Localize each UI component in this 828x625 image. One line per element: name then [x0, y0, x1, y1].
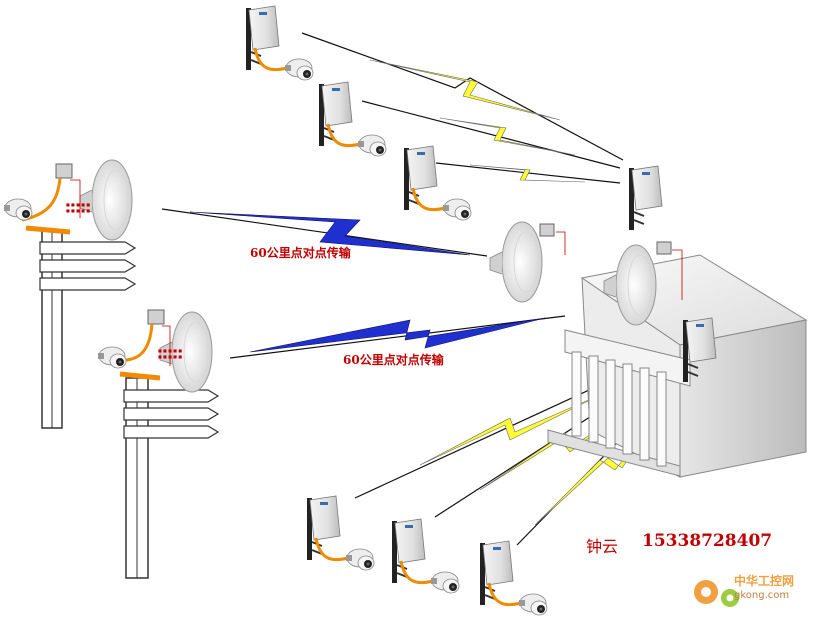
backhaul-link-2	[229, 315, 566, 359]
watermark-name: 中华工控网	[734, 574, 795, 588]
building	[547, 254, 808, 478]
backhaul-link-1	[161, 208, 488, 257]
wireless-link-top-2	[361, 100, 621, 169]
contact-phone: 15338728407	[642, 531, 773, 551]
camera-ap-unit	[307, 496, 374, 570]
building-ap-top	[628, 165, 663, 231]
wireless-link-top-1	[301, 32, 624, 161]
gear-icon	[694, 580, 718, 604]
remote-pole-1: ■ ■ ■ ■ ■ ■ ■ ■ ■ ■	[3, 159, 137, 429]
svg-text:■ ■ ■ ■ ■: ■ ■ ■ ■ ■	[66, 202, 90, 207]
building-dish-left	[489, 221, 581, 303]
camera-ap-unit	[246, 6, 313, 80]
wireless-link-top-3	[435, 162, 621, 184]
backhaul-label-1: 60公里点对点传输	[250, 246, 351, 260]
svg-text:■ ■ ■ ■ ■: ■ ■ ■ ■ ■	[158, 354, 182, 359]
building-dish-right	[603, 241, 683, 326]
gear-icon	[721, 589, 739, 607]
camera-ap-unit	[319, 82, 386, 156]
svg-text:■ ■ ■ ■ ■: ■ ■ ■ ■ ■	[158, 348, 182, 353]
watermark-logo: 中华工控网 gkong.com	[688, 568, 823, 618]
watermark-domain: gkong.com	[734, 590, 790, 601]
backhaul-label-2: 60公里点对点传输	[343, 353, 444, 367]
camera-ap-unit	[392, 519, 459, 593]
camera-ap-unit	[480, 541, 547, 615]
svg-text:■ ■ ■ ■ ■: ■ ■ ■ ■ ■	[66, 208, 90, 213]
camera-ap-unit	[404, 146, 471, 220]
contact-name: 钟云	[586, 537, 619, 556]
remote-pole-2: ■ ■ ■ ■ ■ ■ ■ ■ ■ ■	[97, 309, 220, 579]
